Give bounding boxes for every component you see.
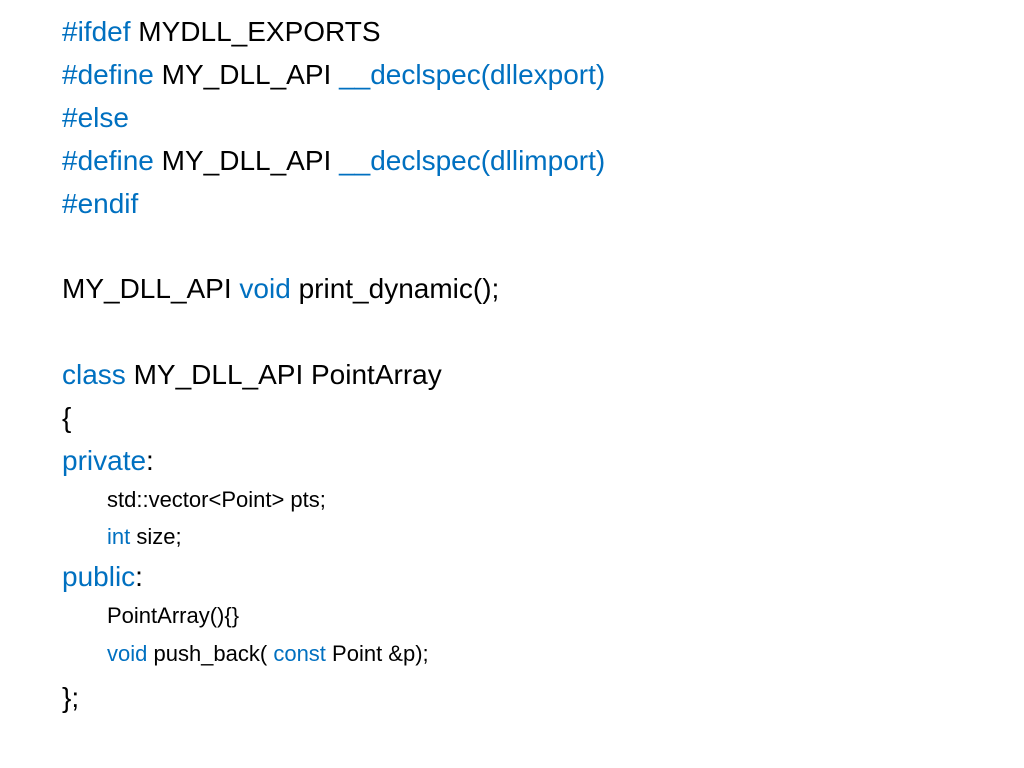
text-token: : bbox=[146, 445, 154, 476]
keyword-token: class bbox=[62, 359, 126, 390]
text-token: { bbox=[62, 402, 72, 433]
code-line-pts-member: std::vector<Point> pts; bbox=[107, 489, 326, 511]
keyword-token: #ifdef bbox=[62, 16, 131, 47]
text-token: PointArray(){} bbox=[107, 603, 240, 628]
code-line-define-import: #define MY_DLL_API __declspec(dllimport) bbox=[62, 147, 605, 175]
code-line-endif: #endif bbox=[62, 190, 138, 218]
code-line-push-back: void push_back( const Point &p); bbox=[107, 643, 429, 665]
keyword-token: void bbox=[239, 273, 291, 304]
keyword-token: const bbox=[273, 641, 326, 666]
text-token: }; bbox=[62, 682, 80, 713]
code-line-ifdef: #ifdef MYDLL_EXPORTS bbox=[62, 18, 381, 46]
code-line-else: #else bbox=[62, 104, 129, 132]
code-line-private: private: bbox=[62, 447, 154, 475]
code-line-public: public: bbox=[62, 563, 143, 591]
keyword-token: __declspec(dllimport) bbox=[339, 145, 606, 176]
code-line-close-brace: }; bbox=[62, 684, 79, 712]
keyword-token: public bbox=[62, 561, 136, 592]
code-line-constructor: PointArray(){} bbox=[107, 605, 239, 627]
text-token: : bbox=[135, 561, 143, 592]
code-line-open-brace: { bbox=[62, 404, 71, 432]
text-token: size; bbox=[130, 524, 182, 549]
keyword-token: #define bbox=[62, 59, 154, 90]
keyword-token: __declspec(dllexport) bbox=[339, 59, 606, 90]
code-line-print-dynamic: MY_DLL_API void print_dynamic(); bbox=[62, 275, 499, 303]
code-line-size-member: int size; bbox=[107, 526, 182, 548]
text-token: Point &p); bbox=[325, 641, 429, 666]
text-token: MY_DLL_API PointArray bbox=[125, 359, 442, 390]
text-token: MYDLL_EXPORTS bbox=[130, 16, 381, 47]
keyword-token: #endif bbox=[62, 188, 139, 219]
text-token: push_back( bbox=[147, 641, 274, 666]
keyword-token: int bbox=[107, 524, 131, 549]
text-token: std::vector<Point> pts; bbox=[107, 487, 326, 512]
text-token: MY_DLL_API bbox=[153, 59, 340, 90]
code-line-define-export: #define MY_DLL_API __declspec(dllexport) bbox=[62, 61, 605, 89]
code-line-class-decl: class MY_DLL_API PointArray bbox=[62, 361, 442, 389]
keyword-token: private bbox=[62, 445, 147, 476]
text-token: MY_DLL_API bbox=[62, 273, 240, 304]
text-token: MY_DLL_API bbox=[153, 145, 340, 176]
keyword-token: #else bbox=[62, 102, 129, 133]
text-token: print_dynamic(); bbox=[290, 273, 500, 304]
keyword-token: #define bbox=[62, 145, 154, 176]
keyword-token: void bbox=[107, 641, 148, 666]
